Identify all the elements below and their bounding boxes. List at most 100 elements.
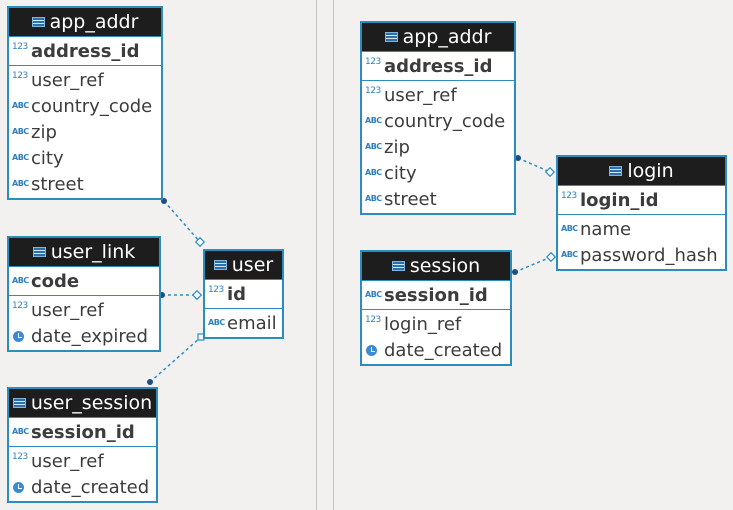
column-name: city	[31, 147, 64, 169]
entity-title: user_session	[30, 392, 153, 414]
clock-icon	[13, 481, 24, 493]
text-type-icon: ABC	[12, 152, 29, 162]
column-name: zip	[384, 136, 410, 158]
column-name: code	[31, 270, 80, 292]
link-app-addr-login[interactable]	[517, 157, 551, 173]
column-name: session_id	[31, 421, 135, 443]
link-app-addr-user[interactable]	[163, 200, 201, 243]
entity-title: session	[409, 255, 481, 277]
entity-title: app_addr	[402, 26, 492, 48]
entity-header[interactable]: user_session	[9, 389, 156, 417]
text-type-icon: ABC	[561, 249, 578, 259]
text-type-icon: ABC	[208, 317, 225, 327]
column-name: email	[227, 312, 277, 334]
column-row[interactable]: date_expired	[9, 323, 159, 349]
entity-header[interactable]: app_addr	[9, 8, 161, 36]
entity-header[interactable]: user_link	[9, 238, 159, 266]
number-type-icon: 123	[12, 42, 28, 52]
column-name: city	[384, 162, 417, 184]
number-type-icon: 123	[561, 191, 577, 201]
column-name: zip	[31, 121, 57, 143]
number-type-icon: 123	[365, 315, 381, 325]
column-name: user_ref	[384, 84, 457, 106]
clock-icon	[366, 344, 377, 356]
entity-header[interactable]: login	[558, 157, 725, 185]
number-type-icon: 123	[208, 285, 224, 295]
column-row[interactable]: date_created	[362, 337, 510, 363]
column-name: name	[580, 218, 632, 240]
number-type-icon: 123	[365, 57, 381, 67]
table-icon	[609, 166, 623, 176]
table-icon	[32, 247, 46, 257]
text-type-icon: ABC	[365, 115, 382, 125]
text-type-icon: ABC	[365, 289, 382, 299]
text-type-icon: ABC	[12, 275, 29, 285]
column-name: user_ref	[31, 299, 104, 321]
text-type-icon: ABC	[12, 178, 29, 188]
column-name: login_id	[580, 189, 659, 211]
number-type-icon: 123	[12, 301, 28, 311]
entity-title: user	[231, 254, 274, 276]
column-name: address_id	[31, 40, 140, 62]
table-icon	[213, 260, 227, 270]
column-name: date_created	[31, 476, 150, 498]
entity-header[interactable]: session	[362, 252, 510, 280]
entity-title: login	[627, 160, 674, 182]
column-name: country_code	[384, 110, 506, 132]
table-icon	[391, 261, 405, 271]
entity-header[interactable]: user	[205, 251, 282, 279]
column-name: street	[384, 188, 437, 210]
text-type-icon: ABC	[12, 126, 29, 136]
panel-divider-1[interactable]	[316, 0, 317, 510]
column-row[interactable]: date_created	[9, 474, 156, 500]
column-name: address_id	[384, 55, 493, 77]
text-type-icon: ABC	[365, 141, 382, 151]
entity-header[interactable]: app_addr	[362, 23, 514, 51]
column-name: user_ref	[31, 69, 104, 91]
panel-divider-2[interactable]	[333, 0, 334, 510]
column-name: date_expired	[31, 325, 148, 347]
entity-title: app_addr	[49, 11, 139, 33]
link-session-login[interactable]	[514, 256, 552, 273]
column-name: date_created	[384, 339, 503, 361]
